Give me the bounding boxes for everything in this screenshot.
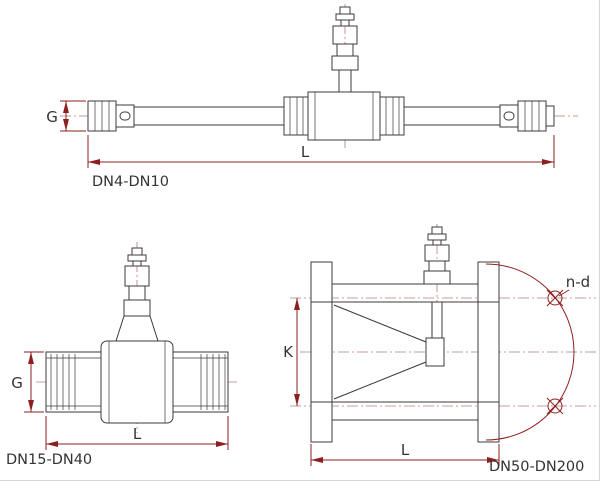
- housing-top-wall: [331, 283, 479, 303]
- dim-label-g: G: [46, 108, 58, 126]
- left-pipe: [133, 106, 285, 126]
- dim-label-l: L: [301, 143, 310, 161]
- dim-label-l: L: [133, 425, 142, 443]
- dimension-g-medium: G: [11, 351, 44, 413]
- meter-body: [100, 340, 174, 424]
- caption-dn50-dn200: DN50-DN200: [489, 459, 584, 475]
- dimension-l-small: L: [87, 135, 555, 168]
- dimension-k-large: K: [283, 298, 300, 406]
- view-dn50-dn200: n-d K L DN50-DN200: [283, 224, 596, 475]
- dimension-g-small: G: [46, 100, 86, 132]
- left-threaded-fitting: [45, 351, 102, 413]
- right-end-fitting: [499, 100, 555, 132]
- bolt-hole-top: [546, 289, 564, 307]
- right-flange: [477, 261, 500, 443]
- dim-label-l: L: [401, 441, 410, 459]
- right-pipe: [403, 106, 501, 126]
- sensor-assembly: [115, 247, 159, 342]
- dim-label-g: G: [11, 374, 23, 392]
- sensor-assembly: [423, 226, 451, 285]
- bolt-hole-bottom: [546, 397, 564, 415]
- internal-cone-and-rotor: [333, 301, 445, 400]
- dimension-l-large: L: [310, 441, 500, 466]
- left-flange: [310, 261, 333, 443]
- dim-label-k: K: [283, 343, 294, 361]
- sensor-assembly: [331, 6, 359, 93]
- dimension-l-medium: L: [45, 416, 229, 450]
- view-dn15-dn40: G L DN15-DN40: [6, 242, 238, 468]
- housing-bottom-wall: [331, 401, 479, 421]
- left-end-fitting: [87, 100, 135, 132]
- right-threaded-fitting: [172, 351, 229, 413]
- dim-label-nd: n-d: [566, 273, 590, 291]
- meter-body: [283, 91, 405, 141]
- caption-dn15-dn40: DN15-DN40: [6, 452, 92, 468]
- view-dn4-dn10: G L DN4-DN10: [46, 4, 578, 190]
- nd-leader-line: [558, 289, 570, 297]
- caption-dn4-dn10: DN4-DN10: [92, 174, 169, 190]
- bolt-circle-arc: [485, 263, 575, 441]
- bolt-circle: n-d: [485, 263, 590, 441]
